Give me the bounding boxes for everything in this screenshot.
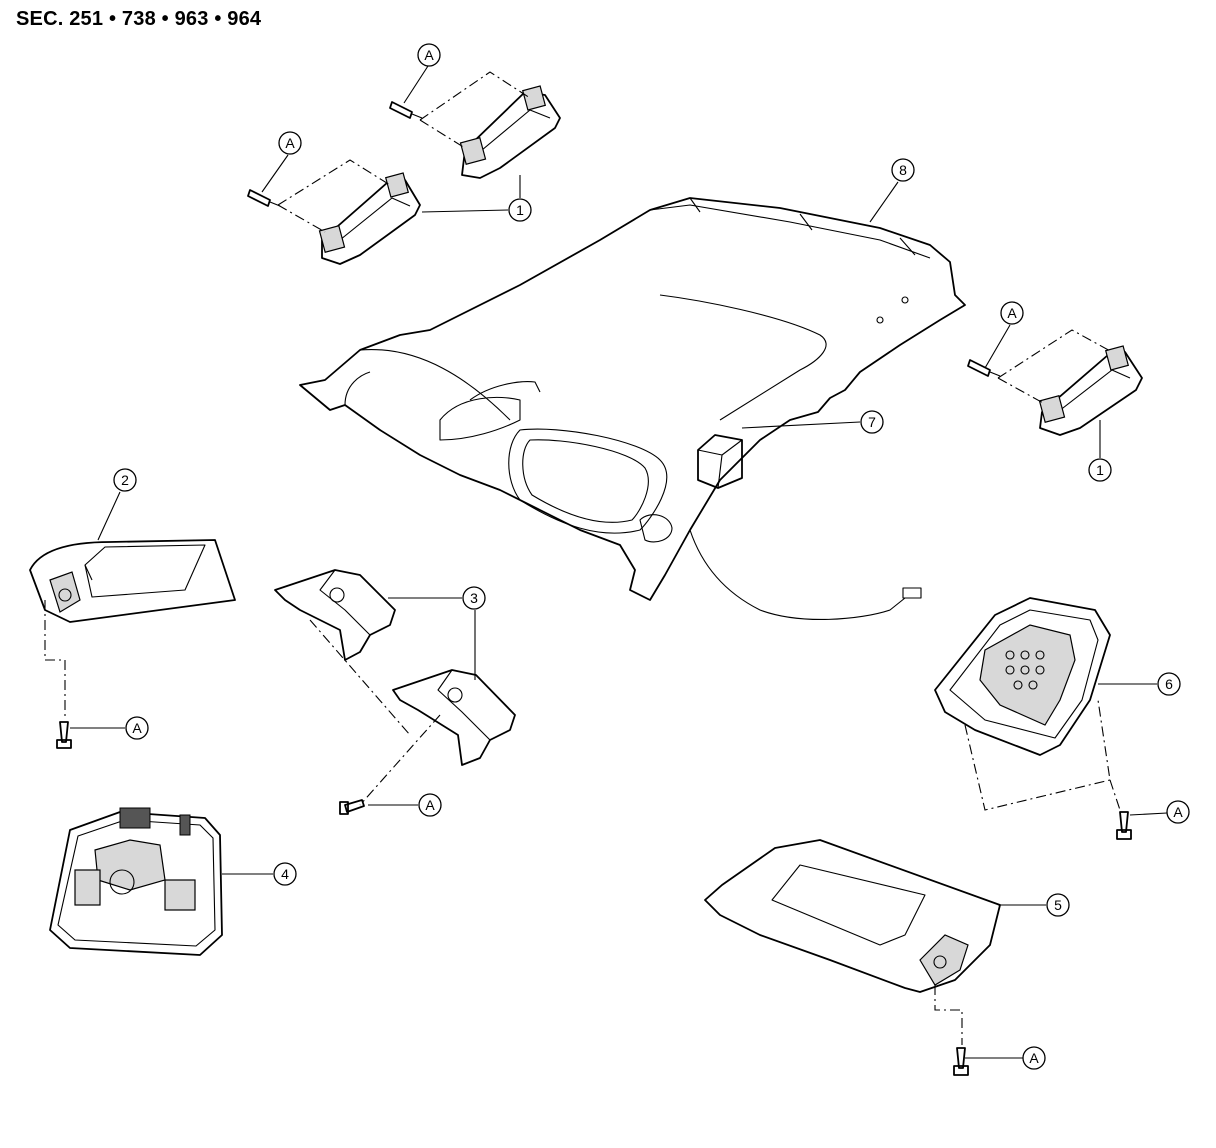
assist-grip-upper bbox=[459, 85, 561, 179]
svg-text:4: 4 bbox=[281, 866, 289, 882]
callout-5: 5 bbox=[1046, 893, 1070, 917]
svg-text:A: A bbox=[425, 797, 435, 813]
callout-a-grip-right: A bbox=[1000, 301, 1024, 325]
callout-a-grip-left: A bbox=[278, 131, 302, 155]
svg-text:3: 3 bbox=[470, 590, 478, 606]
assist-grip-left bbox=[318, 172, 421, 265]
holder-screw bbox=[339, 799, 365, 815]
svg-text:7: 7 bbox=[868, 414, 876, 430]
grip-screw-left bbox=[247, 189, 281, 207]
callout-6: 6 bbox=[1157, 672, 1181, 696]
callout-a-visor-left: A bbox=[125, 716, 149, 740]
svg-text:6: 6 bbox=[1165, 676, 1173, 692]
map-lamp-screw bbox=[1116, 811, 1132, 840]
callout-8: 8 bbox=[891, 158, 915, 182]
headlining-panel bbox=[299, 197, 966, 620]
svg-text:A: A bbox=[132, 720, 142, 736]
svg-text:A: A bbox=[1007, 305, 1017, 321]
assist-grip-right bbox=[1038, 345, 1143, 436]
svg-text:A: A bbox=[285, 135, 295, 151]
sun-visor-holder-lower bbox=[392, 669, 516, 766]
callout-a-grip-upper: A bbox=[417, 43, 441, 67]
svg-text:1: 1 bbox=[516, 202, 524, 218]
svg-text:1: 1 bbox=[1096, 462, 1104, 478]
svg-text:8: 8 bbox=[899, 162, 907, 178]
svg-text:A: A bbox=[1029, 1050, 1039, 1066]
callout-7: 7 bbox=[860, 410, 884, 434]
callout-1-right: 1 bbox=[1088, 458, 1112, 482]
section-reference-header: SEC. 251 • 738 • 963 • 964 bbox=[16, 8, 262, 30]
grip-screw-upper bbox=[389, 101, 423, 119]
sun-visor-right-screw bbox=[953, 1047, 969, 1076]
callout-1-upper: 1 bbox=[508, 198, 532, 222]
callout-4: 4 bbox=[273, 862, 297, 886]
sun-visor-right bbox=[704, 839, 1001, 993]
room-lamp bbox=[49, 807, 223, 956]
svg-text:A: A bbox=[424, 47, 434, 63]
svg-text:A: A bbox=[1173, 804, 1183, 820]
callout-2: 2 bbox=[113, 468, 137, 492]
sun-visor-holder-upper bbox=[274, 569, 396, 661]
pad-block bbox=[697, 434, 743, 489]
svg-text:2: 2 bbox=[121, 472, 129, 488]
callout-3: 3 bbox=[462, 586, 486, 610]
sun-visor-left-screw bbox=[56, 721, 72, 749]
callout-a-map-lamp: A bbox=[1166, 800, 1190, 824]
callout-a-visor-right: A bbox=[1022, 1046, 1046, 1070]
map-lamp bbox=[934, 597, 1111, 756]
sun-visor-left bbox=[29, 539, 236, 623]
grip-screw-right bbox=[967, 359, 1001, 377]
svg-text:5: 5 bbox=[1054, 897, 1062, 913]
callout-a-holder: A bbox=[418, 793, 442, 817]
